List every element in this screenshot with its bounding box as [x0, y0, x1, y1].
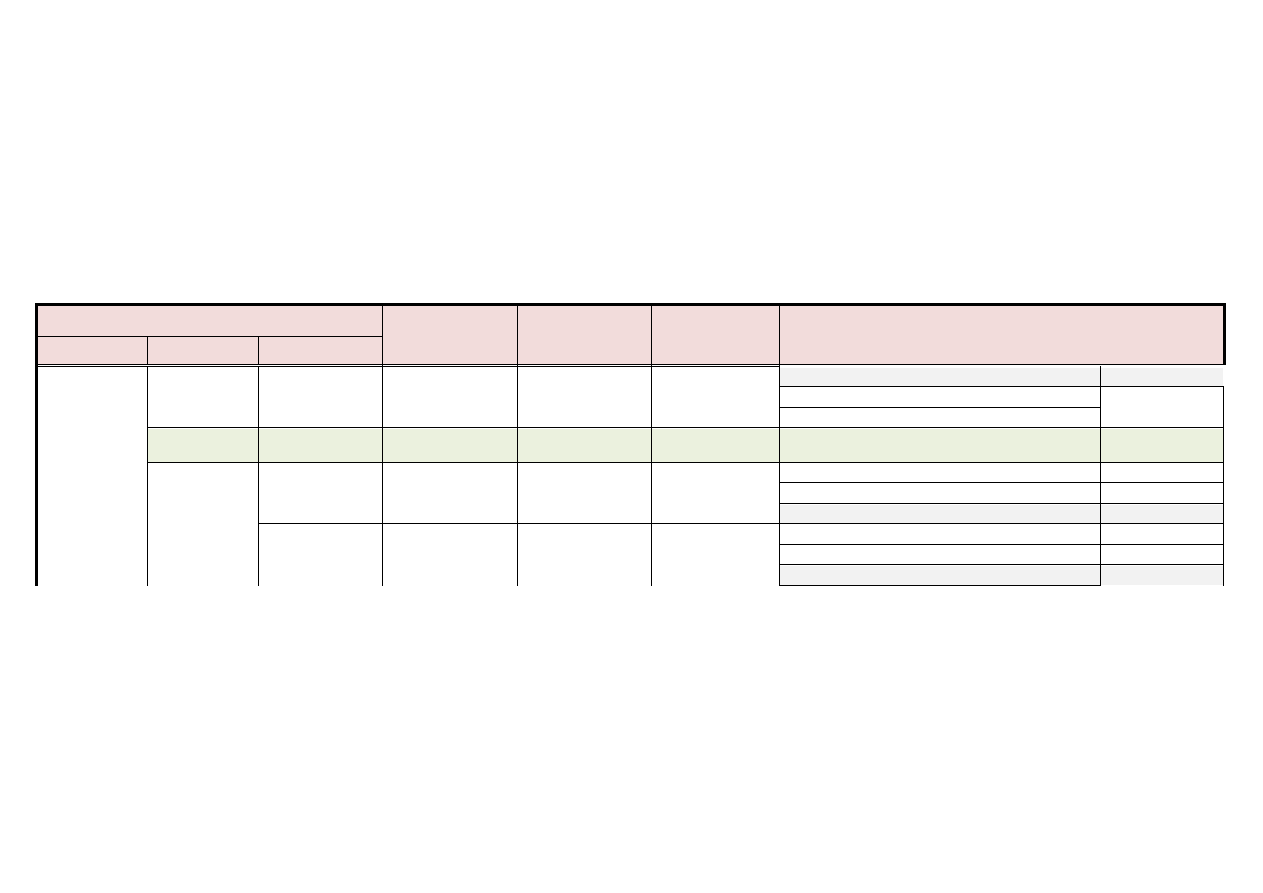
- row-line-r1-g2: [779, 407, 1101, 408]
- r2-cell-e: [518, 429, 651, 462]
- r3-cell-d: [383, 464, 517, 523]
- r3-cell-f: [652, 464, 779, 523]
- table-right-border: [1223, 303, 1226, 365]
- header-sub-cell-a: [37, 337, 147, 364]
- r3-cell-g-3: [780, 505, 1100, 523]
- col-line-right-body: [1223, 386, 1224, 428]
- r3-cell-g-2: [780, 484, 1100, 503]
- header-sub-line-1: [147, 336, 148, 364]
- r4-cell-g-3: [780, 566, 1100, 585]
- row-line-r3-bottom: [258, 523, 1224, 524]
- body-top-border: [35, 366, 780, 367]
- body-cell-a: [38, 368, 147, 585]
- r3-cell-h-1: [1101, 464, 1223, 482]
- r2-cell-b: [148, 429, 258, 462]
- row-line-r3-1: [779, 482, 1224, 483]
- r3-cell-b: [148, 464, 258, 585]
- row-line-r1-h-top: [1100, 386, 1224, 387]
- header-sub-cell-b: [148, 337, 258, 364]
- r3-cell-g-1: [780, 464, 1100, 482]
- col-line-de: [517, 306, 518, 586]
- row-line-r1-bottom: [147, 427, 1224, 428]
- row-line-r4-2: [779, 564, 1224, 565]
- r4-cell-f: [652, 525, 779, 585]
- r4-cell-g-1: [780, 525, 1100, 544]
- col-line-bc: [258, 367, 259, 586]
- col-line-right-green: [1223, 428, 1224, 462]
- r4-cell-h-3: [1101, 566, 1223, 585]
- r3-cell-e: [518, 464, 651, 523]
- header-cell-e: [518, 306, 651, 364]
- col-line-gh: [1100, 366, 1101, 586]
- r2-cell-d: [383, 429, 517, 462]
- header-cell-g: [780, 306, 1223, 364]
- row-line-r3-2: [779, 503, 1224, 504]
- r4-cell-c: [259, 525, 382, 585]
- table-left-border: [35, 303, 38, 586]
- col-line-cd: [382, 306, 383, 586]
- r4-cell-e: [518, 525, 651, 585]
- r1-cell-h-shade: [1101, 368, 1223, 386]
- header-cell-d: [383, 306, 517, 364]
- header-group-cell: [37, 306, 382, 336]
- r1-cell-h: [1101, 386, 1223, 427]
- r2-cell-h: [1101, 429, 1223, 462]
- r1-cell-g-1: [780, 368, 1100, 386]
- r2-cell-g: [780, 429, 1100, 462]
- r1-cell-g-3: [780, 409, 1100, 427]
- r4-cell-d: [383, 525, 517, 585]
- r1-cell-e: [518, 368, 651, 428]
- row-line-r2-bottom: [147, 462, 1224, 463]
- r4-cell-h-1: [1101, 525, 1223, 544]
- header-sub-line-2: [258, 336, 259, 364]
- r2-cell-f: [652, 429, 779, 462]
- r3-cell-h-2: [1101, 484, 1223, 503]
- r3-cell-c: [259, 464, 382, 523]
- col-line-right-lower: [1223, 462, 1224, 586]
- r1-cell-d: [383, 368, 517, 428]
- row-line-r1-g1: [779, 386, 1101, 387]
- col-line-ab: [147, 367, 148, 586]
- r4-cell-h-2: [1101, 546, 1223, 564]
- r2-cell-c: [259, 429, 382, 462]
- r1-cell-f: [652, 368, 779, 428]
- r1-cell-c: [259, 368, 382, 428]
- header-bottom-border: [35, 364, 1226, 365]
- header-group-bottom-line: [37, 336, 382, 337]
- r4-cell-g-2: [780, 546, 1100, 564]
- header-cell-f: [652, 306, 779, 364]
- row-line-r4-bottom: [779, 585, 1101, 586]
- table-top-border: [35, 303, 1226, 306]
- row-line-r4-1: [779, 544, 1224, 545]
- r1-cell-g-2: [780, 388, 1100, 407]
- col-line-fg: [779, 306, 780, 586]
- r1-cell-b: [148, 368, 258, 428]
- header-sub-cell-c: [259, 337, 382, 364]
- r3-cell-h-3: [1101, 505, 1223, 523]
- col-line-ef: [651, 306, 652, 586]
